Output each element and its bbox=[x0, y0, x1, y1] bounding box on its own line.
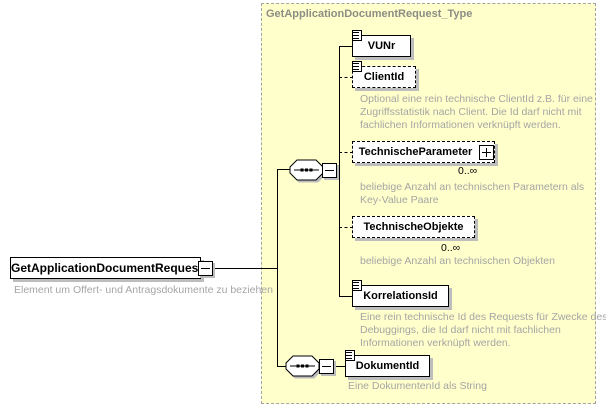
connector-to-sequence-2 bbox=[277, 366, 286, 367]
element-dokumentid-description: Eine DokumentenId als String bbox=[348, 380, 487, 392]
element-root[interactable]: GetApplicationDocumentRequest bbox=[10, 257, 203, 279]
annotation-icon bbox=[352, 61, 362, 72]
collapse-icon[interactable] bbox=[198, 261, 213, 276]
element-clientid-label: ClientId bbox=[363, 71, 405, 83]
element-clientid[interactable]: ClientId bbox=[352, 61, 416, 88]
occurrence-label: 0..∞ bbox=[441, 242, 461, 254]
connector-korrelationsid bbox=[339, 296, 353, 297]
connector-technischeparameter bbox=[339, 152, 353, 153]
element-root-label: GetApplicationDocumentRequest bbox=[11, 261, 203, 275]
sequence-icon[interactable] bbox=[289, 159, 324, 186]
element-technischeparameter-label: TechnischeParameter bbox=[358, 146, 473, 158]
connector-root bbox=[212, 268, 278, 269]
element-vunr-label: VUNr bbox=[367, 40, 396, 52]
connector-sequence-1-out bbox=[336, 169, 340, 170]
annotation-icon bbox=[345, 350, 355, 361]
element-technischeobjekte-description: beliebige Anzahl an technischen Objekten bbox=[360, 255, 555, 267]
collapse-icon[interactable] bbox=[319, 359, 334, 374]
connector-branch-inner bbox=[339, 46, 340, 296]
element-root-description: Element um Offert- und Antragsdokumente … bbox=[14, 284, 273, 296]
element-korrelationsid-description: Eine rein technische Id des Requests für… bbox=[360, 311, 606, 349]
connector-dokumentid bbox=[333, 366, 345, 367]
sequence-icon[interactable] bbox=[285, 355, 320, 382]
collapse-icon[interactable] bbox=[322, 163, 337, 178]
connector-branch-outer bbox=[277, 169, 278, 366]
expand-icon[interactable] bbox=[479, 145, 494, 160]
element-technischeobjekte[interactable]: TechnischeObjekte bbox=[352, 216, 475, 238]
connector-technischeobjekte bbox=[339, 227, 353, 228]
complex-type-panel bbox=[261, 3, 596, 404]
connector-to-sequence-1 bbox=[277, 169, 290, 170]
element-clientid-description: Optional eine rein technische ClientId z… bbox=[360, 93, 593, 131]
annotation-icon bbox=[352, 30, 362, 41]
element-vunr[interactable]: VUNr bbox=[352, 30, 411, 57]
element-technischeparameter-description: beliebige Anzahl an technischen Paramete… bbox=[360, 181, 585, 206]
element-dokumentid[interactable]: DokumentId bbox=[345, 350, 430, 377]
element-korrelationsid[interactable]: KorrelationsId bbox=[352, 280, 449, 307]
element-technischeobjekte-label: TechnischeObjekte bbox=[363, 221, 464, 233]
occurrence-label: 0..∞ bbox=[458, 165, 478, 177]
element-technischeparameter[interactable]: TechnischeParameter bbox=[352, 141, 495, 163]
complex-type-title: GetApplicationDocumentRequest_Type bbox=[266, 8, 473, 20]
annotation-icon bbox=[352, 280, 362, 291]
element-dokumentid-label: DokumentId bbox=[355, 360, 420, 372]
connector-vunr bbox=[339, 46, 353, 47]
element-korrelationsid-label: KorrelationsId bbox=[363, 290, 438, 302]
connector-clientid bbox=[339, 77, 353, 78]
